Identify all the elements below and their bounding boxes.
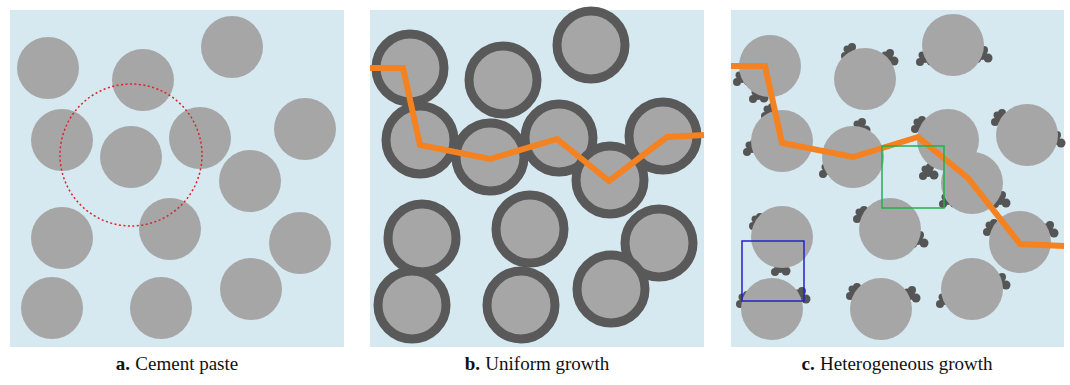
panel-letter: a. [116, 353, 130, 374]
highlight-box [882, 146, 944, 208]
panel-title: Heterogeneous growth [820, 353, 993, 374]
panel-letter: c. [801, 353, 814, 374]
panel-title: Uniform growth [485, 353, 609, 374]
panel-title: Cement paste [135, 353, 238, 374]
panel-background [731, 10, 1064, 347]
panel-letter: b. [465, 353, 480, 374]
panel-background [10, 10, 344, 347]
cement-grains [739, 14, 1058, 340]
cement-grains [17, 16, 336, 339]
percolation-path [731, 66, 1064, 246]
highlight-box [742, 241, 804, 301]
panel-caption: c. Heterogeneous growth [801, 353, 992, 376]
panel-caption: b.Uniform growth [465, 353, 610, 376]
panel-caption: a.Cement paste [116, 353, 238, 376]
panel-background [370, 10, 704, 347]
dashed-circle [60, 84, 202, 226]
percolation-path [370, 68, 704, 181]
coated-grains [376, 11, 697, 339]
